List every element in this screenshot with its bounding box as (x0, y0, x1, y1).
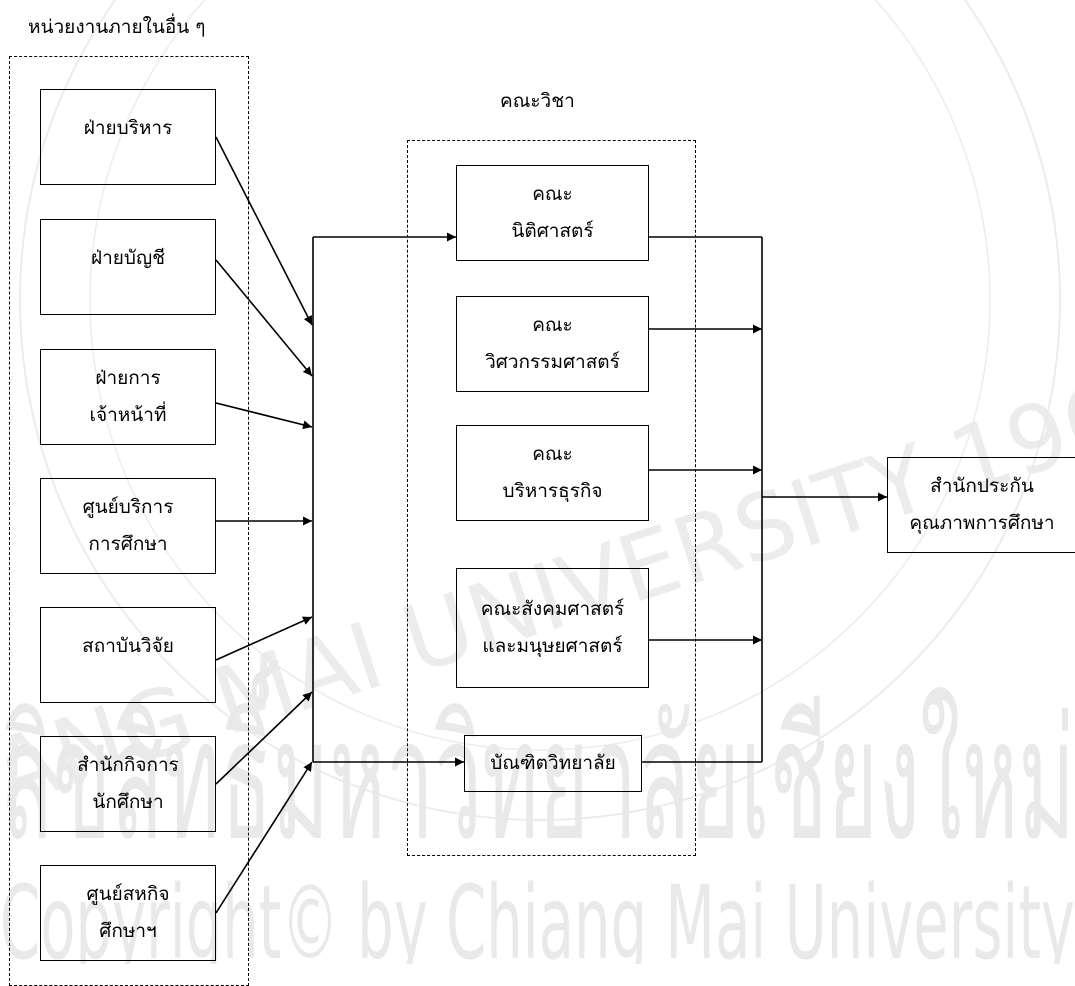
unit-education-service-center: ศูนย์บริการการศึกษา (40, 478, 216, 574)
quality-assurance-office: สำนักประกันคุณภาพการศึกษา (887, 457, 1075, 553)
arrow-research-to-bus (215, 616, 313, 661)
faculties-group (407, 140, 696, 856)
unit-personnel: ฝ่ายการเจ้าหน้าที่ (40, 349, 216, 445)
connectors (215, 136, 887, 914)
arrow-coop-to-bus (215, 761, 313, 914)
watermark: CHIANG MAI UNIVERSITY 1964 ลิขสิทธิ์มหาว… (0, 0, 1075, 964)
faculty-law: คณะนิติศาสตร์ (456, 165, 649, 261)
faculty-business-administration: คณะบริหารธุรกิจ (456, 425, 649, 521)
arrow-personnel-to-bus (215, 402, 313, 430)
arrow-accounting-to-bus (215, 259, 313, 377)
watermark-copyright: Copyright© by Chiang Mai University (0, 864, 1075, 964)
internal-units-title: หน่วยงานภายในอื่น ๆ (28, 16, 206, 38)
arrow-administration-to-bus (215, 136, 313, 326)
unit-student-affairs: สำนักกิจการนักศึกษา (40, 736, 216, 832)
unit-research-institute: สถาบันวิจัย (40, 607, 216, 703)
unit-cooperative-education: ศูนย์สหกิจศึกษาฯ (40, 865, 216, 961)
seal-ring-outer (19, 0, 1061, 821)
faculty-social-sciences-humanities: คณะสังคมศาสตร์และมนุษยศาสตร์ (456, 568, 649, 688)
watermark-university-thai: ลิขสิทธิ์มหาวิทยาลัยเชียงใหม่ (0, 660, 1075, 878)
faculties-title: คณะวิชา (500, 90, 575, 112)
faculty-engineering: คณะวิศวกรรมศาสตร์ (456, 296, 649, 392)
unit-administration: ฝ่ายบริหาร (40, 89, 216, 185)
seal-ring-inner (89, 0, 991, 751)
graduate-school: บัณฑิตวิทยาลัย (464, 735, 642, 792)
unit-accounting: ฝ่ายบัญชี (40, 219, 216, 315)
arrow-student-affairs-to-bus (215, 691, 313, 785)
